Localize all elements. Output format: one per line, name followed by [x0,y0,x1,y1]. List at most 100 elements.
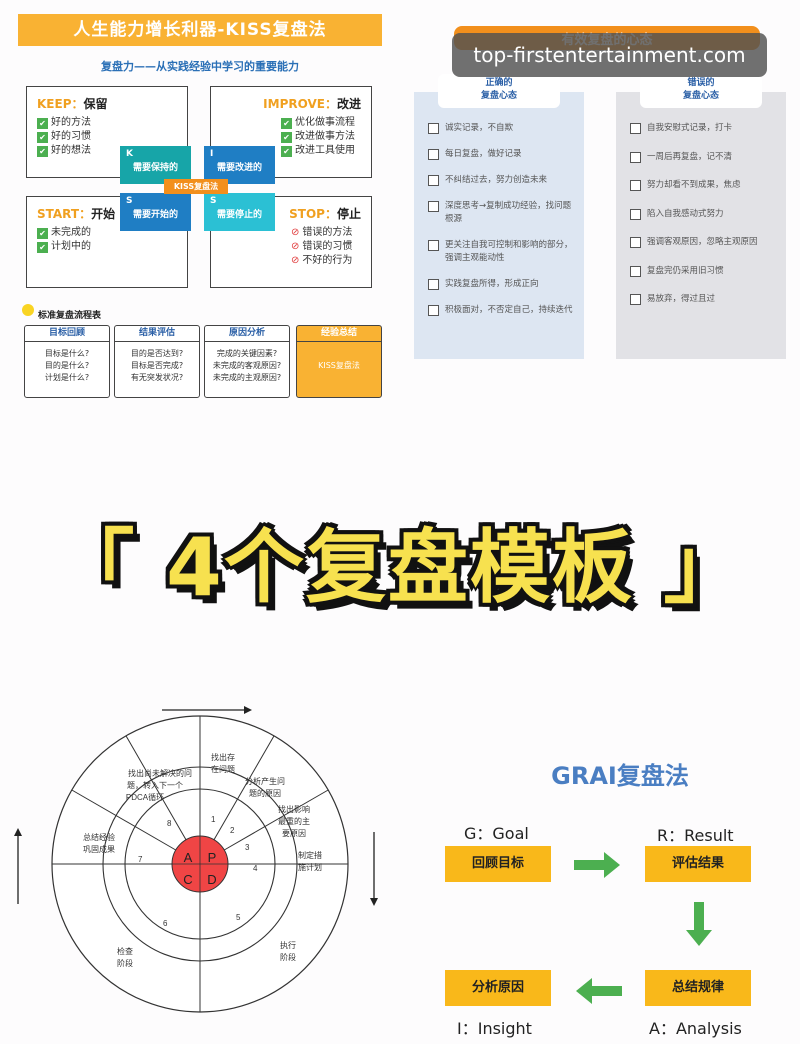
start-en: START： [37,207,92,221]
checkbox-item[interactable]: 复盘完仍采用旧习惯 [630,265,780,278]
grai-analysis-box: 总结规律 [645,970,751,1006]
improve-list: 优化做事流程 改进做事方法 改进工具使用 [221,116,361,158]
good-mindset-list: 诚实记录，不自欺 每日复盘，做好记录 不纠结过去，努力创造未来 深度思考→复制成… [428,122,578,330]
kiss-subtitle: 复盘力——从实践经验中学习的重要能力 [101,60,299,73]
tile-improve: I 需要改进的 [204,146,275,184]
flow-head: 原因分析 [205,326,289,342]
tile-start-label: 需要开始的 [132,210,178,220]
grai-r-label: R：Result [657,826,734,845]
checkbox-item[interactable]: 易放弃，得过且过 [630,293,780,306]
good-head-line: 复盘心态 [480,91,517,101]
flow-line: 目标是否完成? [130,361,184,370]
big-title: 「 4个复盘模板 」 [54,521,746,614]
wheel-spoke [213,735,275,841]
improve-quadrant: IMPROVE：改进 优化做事流程 改进做事方法 改进工具使用 [210,86,372,178]
checkbox-item[interactable]: 不纠结过去，努力创造未来 [428,174,578,187]
segment-label: 阶段 [117,958,133,968]
tile-start: S 需要开始的 [120,193,191,231]
improve-item: 改进做事方法 [281,130,361,144]
checkbox-item[interactable]: 更关注自我可控制和影响的部分，强调主观能动性 [428,239,578,265]
start-list: 未完成的 计划中的 [37,226,177,254]
checkbox-item[interactable]: 每日复盘，做好记录 [428,148,578,161]
pdca-wheel: A P C D 1 2 3 4 5 6 7 8 找出存 在问题 分析产生问 题的… [14,706,378,1013]
flow-column: 原因分析 完成的关键因素? 未完成的客观原因? 未完成的主观原因? [204,325,290,398]
stop-en: STOP： [289,207,337,221]
segment-label: 阶段 [280,952,296,962]
good-mindset-column: 正确的 复盘心态 诚实记录，不自欺 每日复盘，做好记录 不纠结过去，努力创造未来… [414,74,584,359]
flow-line: 完成的关键因素? [216,349,278,358]
segment-label: 执行 [280,940,296,950]
tile-improve-letter: I [210,149,214,159]
segment-label: 检查 [117,946,133,956]
checkbox-item[interactable]: 实践复盘所得，形成正向 [428,278,578,291]
segment-label: 找出存 [211,752,235,762]
flow-head: 经验总结 [297,326,381,342]
checkbox-item[interactable]: 陷入自我感动式努力 [630,208,780,221]
pdca-c: C [183,872,192,887]
grai-goal-box: 回顾目标 [445,846,551,882]
arrow-right-icon [574,852,620,878]
improve-item: 改进工具使用 [281,144,361,158]
bad-head-line: 错误的 [687,78,715,88]
flow-head: 结果评估 [115,326,199,342]
keep-en: KEEP： [37,97,84,111]
stop-item: 错误的方法 [291,226,361,240]
segment-label: 分析产生问 [245,776,285,786]
checkbox-item[interactable]: 深度思考→复制成功经验，找问题根源 [428,200,578,226]
wheel-spoke [223,789,329,851]
flow-line: 未完成的客观原因? [212,361,282,370]
checkbox-item[interactable]: 强调客观原因，忽略主观原因 [630,236,780,249]
segment-label: 在问题 [211,764,235,774]
segment-label: 找出尚未解决的问 [128,768,192,778]
lightbulb-icon [22,304,34,316]
step-number: 8 [167,819,172,828]
segment-label: 找出影响 [278,804,310,814]
wheel-spoke [71,789,177,851]
keep-item: 好的习惯 [37,130,177,144]
pdca-p: P [208,850,217,865]
checkbox-item[interactable]: 诚实记录，不自欺 [428,122,578,135]
checkbox-item[interactable]: 努力却看不到成果，焦虑 [630,179,780,192]
grai-result-box: 评估结果 [645,846,751,882]
flow-line: 目标是什么? [44,349,90,358]
flow-column-summary: 经验总结 KISS复盘法 [296,325,382,398]
flow-line: 计划是什么? [44,373,90,382]
checkbox-item[interactable]: 积极面对，不否定自己，持续迭代 [428,304,578,317]
segment-label: 施计划 [298,862,322,872]
wheel-spokes [52,716,348,1012]
flow-column: 目标回顾 目标是什么? 目的是什么? 计划是什么? [24,325,110,398]
bad-mindset-head: 错误的 复盘心态 [640,74,762,108]
step-number: 7 [138,855,143,864]
segment-label: 总结经验 [83,832,115,842]
checkbox-item[interactable]: 自我安慰式记录，打卡 [630,122,780,135]
step-number: 1 [211,815,216,824]
improve-zh: 改进 [336,97,361,111]
step-number: 3 [245,843,250,852]
start-zh: 开始 [91,207,116,221]
flow-line: 未完成的主观原因? [212,373,282,382]
tile-stop-letter: S [210,196,217,206]
flow-line: 目的是否达到? [130,349,184,358]
grai-g-label: G：Goal [464,824,529,843]
segment-label: PDCA循环 [126,792,164,802]
kiss-center-label: KISS复盘法 [164,179,228,194]
start-item: 未完成的 [37,226,177,240]
stop-quadrant: STOP：停止 错误的方法 错误的习惯 不好的行为 [210,196,372,288]
grai-i-label: I：Insight [457,1019,532,1038]
segment-label: 最重的主 [278,816,310,826]
flow-title: 标准复盘流程表 [38,311,102,321]
stop-zh: 停止 [336,207,361,221]
flow-line: 有无突发状况? [130,373,184,382]
keep-list: 好的方法 好的习惯 好的想法 [37,116,177,158]
tile-start-letter: S [126,196,133,206]
stop-item: 不好的行为 [291,254,361,268]
stop-list: 错误的方法 错误的习惯 不好的行为 [221,226,361,268]
start-item: 计划中的 [37,240,177,254]
pdca-a: A [184,850,193,865]
keep-zh: 保留 [83,97,108,111]
arrow-down-icon [686,902,712,946]
arrow-left-icon [576,978,622,1004]
step-number: 4 [253,864,258,873]
wheel-spoke [125,735,187,841]
checkbox-item[interactable]: 一周后再复盘，记不清 [630,151,780,164]
